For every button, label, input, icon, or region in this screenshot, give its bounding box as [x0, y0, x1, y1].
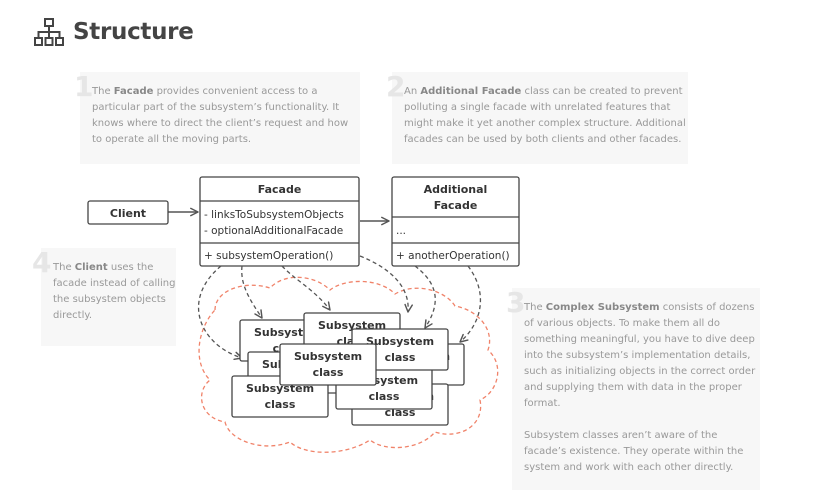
client-label: Client	[110, 207, 146, 220]
subsystem-cloud	[198, 276, 499, 453]
additional-facade-name: Facade	[434, 199, 478, 212]
note-text-secondary: Subsystem classes aren’t aware of the fa…	[524, 430, 744, 473]
additional-facade-class-box[interactable]: Additional Facade ... + anotherOperation…	[391, 176, 520, 267]
note-client: 4 The Client uses the facade instead of …	[32, 248, 176, 346]
subsystem-class-box[interactable]: Subsystem class	[279, 343, 377, 386]
facade-field: - linksToSubsystemObjects	[204, 209, 344, 221]
client-box[interactable]: Client	[87, 200, 169, 225]
facade-class-name: Facade	[258, 183, 302, 196]
svg-text:class: class	[385, 351, 416, 364]
note-bold-term: Facade	[113, 86, 154, 97]
note-bold-term: Complex Subsystem	[545, 302, 660, 313]
page-title: Structure	[73, 19, 194, 45]
dependency-arrow	[241, 265, 263, 319]
dependency-arrow	[281, 265, 331, 311]
facade-field: - optionalAdditionalFacade	[204, 225, 343, 237]
note-text: The Complex Subsystem consists of dozens…	[524, 302, 756, 409]
note-number: 1	[74, 70, 94, 103]
additional-facade-name: Additional	[424, 183, 488, 196]
note-bold-term: Client	[74, 262, 108, 273]
svg-text:Subsystem: Subsystem	[294, 350, 362, 363]
note-number: 4	[32, 246, 52, 279]
facade-class-box[interactable]: Facade - linksToSubsystemObjects - optio…	[199, 176, 360, 267]
svg-text:class: class	[265, 398, 296, 411]
note-text: The Facade provides convenient access to…	[92, 86, 349, 145]
additional-facade-field: ...	[396, 225, 406, 237]
dependency-arrow	[459, 265, 482, 343]
page-header: Structure	[33, 16, 194, 48]
svg-text:Subsystem: Subsystem	[366, 335, 434, 348]
note-complex-subsystem: 3 The Complex Subsystem consists of doze…	[506, 288, 760, 490]
note-text: An Additional Facade class can be create…	[404, 86, 686, 145]
note-number: 2	[386, 70, 406, 103]
additional-facade-method: + anotherOperation()	[396, 250, 510, 262]
svg-text:class: class	[313, 366, 344, 379]
subsystem-classes: Subsystem class Subsystem class Subsyste…	[231, 312, 465, 426]
dependency-arrow	[359, 255, 413, 313]
facade-method: + subsystemOperation()	[204, 250, 333, 262]
dependency-arrow	[414, 265, 436, 329]
note-additional-facade: 2 An Additional Facade class can be crea…	[386, 72, 688, 164]
svg-text:class: class	[369, 390, 400, 403]
hierarchy-icon	[34, 18, 64, 46]
note-number: 3	[506, 286, 526, 319]
note-bold-term: Additional Facade	[420, 86, 522, 97]
dependency-arrow	[197, 265, 243, 361]
note-text: The Client uses the facade instead of ca…	[53, 262, 176, 321]
note-facade: 1 The Facade provides convenient access …	[74, 72, 360, 164]
